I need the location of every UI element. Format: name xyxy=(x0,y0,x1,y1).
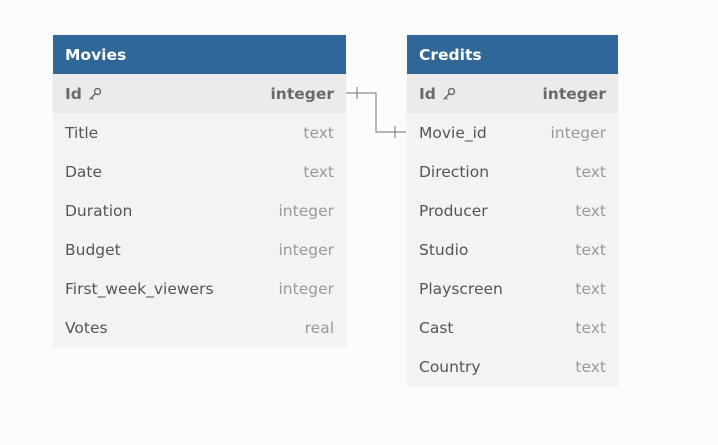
column-type: text xyxy=(575,201,606,220)
column-row-movies-id[interactable]: Id integer xyxy=(53,74,346,113)
column-row-movies-votes[interactable]: Votes real xyxy=(53,308,346,347)
column-name: Studio xyxy=(419,240,469,259)
table-title-credits: Credits xyxy=(419,45,482,64)
column-type: text xyxy=(575,357,606,376)
column-row-credits-cast[interactable]: Cast text xyxy=(407,308,618,347)
table-title-movies: Movies xyxy=(65,45,127,64)
column-name: Votes xyxy=(65,318,108,337)
column-name: Duration xyxy=(65,201,133,220)
column-type: text xyxy=(575,279,606,298)
column-name: Movie_id xyxy=(419,123,487,142)
column-row-movies-budget[interactable]: Budget integer xyxy=(53,230,346,269)
table-movies[interactable]: Movies Id integer Title text Date text D… xyxy=(53,35,346,347)
column-name: First_week_viewers xyxy=(65,279,214,298)
column-row-credits-country[interactable]: Country text xyxy=(407,347,618,386)
column-name: Title xyxy=(65,123,99,142)
column-type: text xyxy=(303,123,334,142)
column-type: integer xyxy=(278,279,335,298)
column-name: Id xyxy=(419,84,436,103)
column-type: text xyxy=(575,318,606,337)
column-row-credits-playscreen[interactable]: Playscreen text xyxy=(407,269,618,308)
column-type: text xyxy=(575,240,606,259)
table-credits[interactable]: Credits Id integer Movie_id integer Dire… xyxy=(407,35,618,386)
table-header-credits[interactable]: Credits xyxy=(407,35,618,74)
column-row-credits-id[interactable]: Id integer xyxy=(407,74,618,113)
column-type: text xyxy=(303,162,334,181)
column-row-movies-duration[interactable]: Duration integer xyxy=(53,191,346,230)
column-row-movies-title[interactable]: Title text xyxy=(53,113,346,152)
column-row-credits-producer[interactable]: Producer text xyxy=(407,191,618,230)
table-header-movies[interactable]: Movies xyxy=(53,35,346,74)
column-name: Budget xyxy=(65,240,121,259)
column-row-credits-studio[interactable]: Studio text xyxy=(407,230,618,269)
key-icon xyxy=(89,87,102,100)
column-row-movies-first-week-viewers[interactable]: First_week_viewers integer xyxy=(53,269,346,308)
column-name: Producer xyxy=(419,201,488,220)
column-row-credits-movie-id[interactable]: Movie_id integer xyxy=(407,113,618,152)
column-type: integer xyxy=(278,240,335,259)
column-type: integer xyxy=(278,201,335,220)
column-type: integer xyxy=(542,84,606,103)
column-name: Id xyxy=(65,84,82,103)
key-icon xyxy=(443,87,456,100)
column-name: Cast xyxy=(419,318,454,337)
column-name: Direction xyxy=(419,162,490,181)
column-name: Date xyxy=(65,162,103,181)
column-name: Country xyxy=(419,357,481,376)
column-name: Playscreen xyxy=(419,279,503,298)
column-type: text xyxy=(575,162,606,181)
column-type: integer xyxy=(270,84,334,103)
column-row-movies-date[interactable]: Date text xyxy=(53,152,346,191)
column-type: integer xyxy=(550,123,607,142)
column-row-credits-direction[interactable]: Direction text xyxy=(407,152,618,191)
column-type: real xyxy=(304,318,334,337)
